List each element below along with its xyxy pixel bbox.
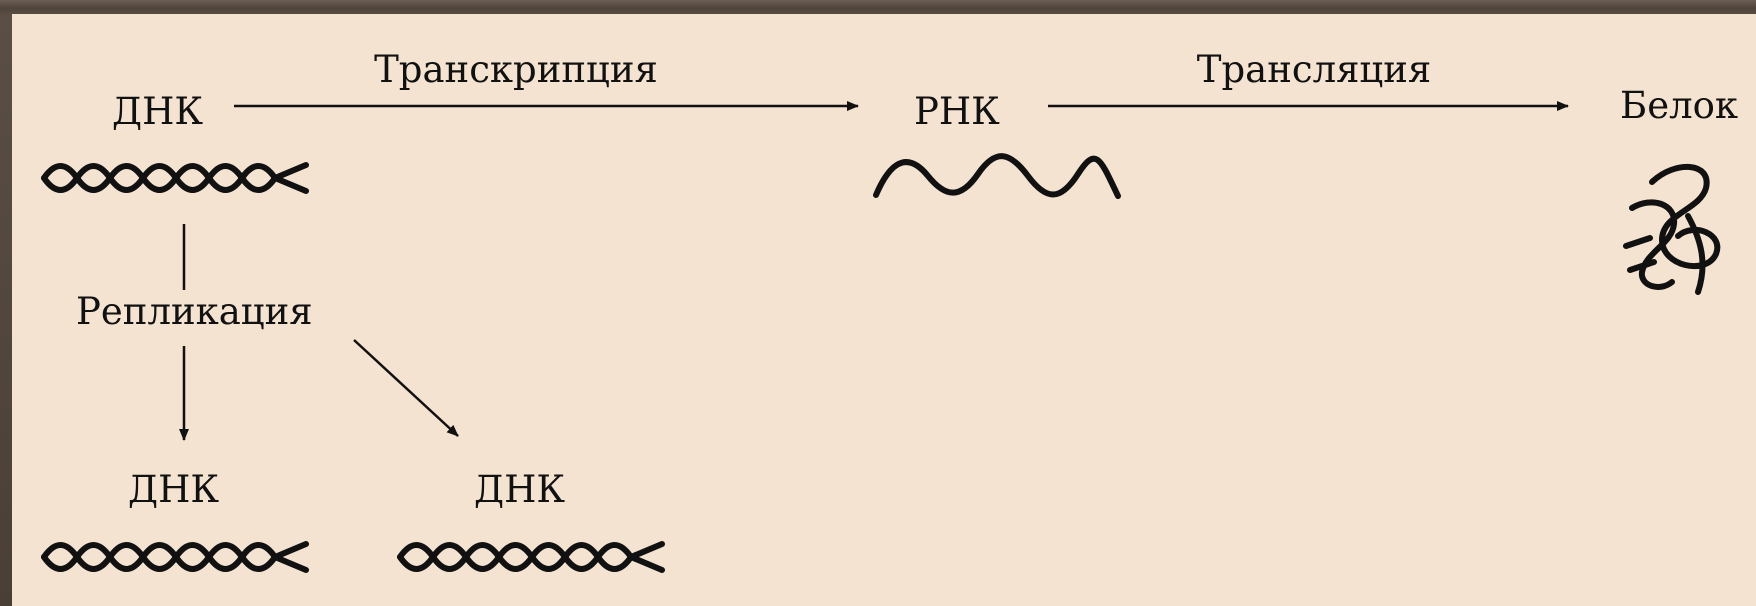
replication-arrow-diagonal [353, 339, 459, 437]
protein-label: Белок [1620, 84, 1738, 127]
dna-copy-2-helix-icon [400, 544, 662, 570]
protein-fold-icon [1623, 164, 1721, 295]
rna-label: РНК [914, 90, 1000, 133]
diagram-panel [12, 14, 1756, 606]
rna-strand-icon [873, 153, 1121, 199]
translation-label: Трансляция [1197, 48, 1431, 91]
dna-copy-1-helix-icon [44, 544, 306, 570]
dna-copy-1-label: ДНК [128, 468, 219, 511]
transcription-label: Транскрипция [374, 48, 658, 91]
dna-source-label: ДНК [112, 90, 203, 133]
replication-label: Репликация [76, 290, 313, 333]
dna-helix-icon [44, 165, 306, 191]
dna-copy-2-label: ДНК [474, 468, 565, 511]
